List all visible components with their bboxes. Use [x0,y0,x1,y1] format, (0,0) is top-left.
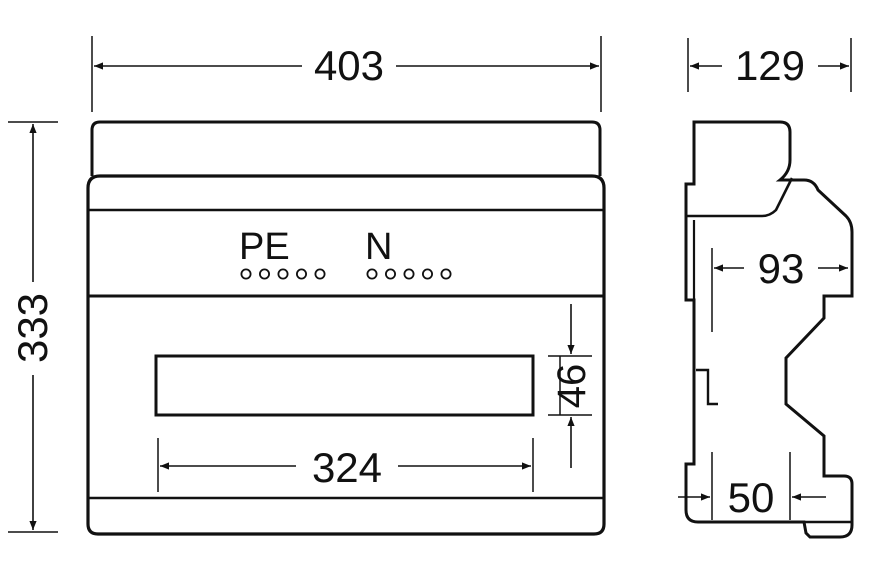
front-body [86,174,606,536]
dim-46-label: 46 [550,364,594,409]
pe-terminal-hole-1 [240,268,252,280]
n-terminal-hole-2 [384,268,396,280]
n-terminal-hole-1 [366,268,378,280]
side-cover-edge [686,177,794,218]
side-dimensions: 129 93 50 [678,38,852,521]
front-dimensions: 403 333 324 46 [8,36,602,533]
pe-terminal-hole-4 [295,268,307,280]
pe-label: PE [239,226,290,268]
dim-50-label: 50 [728,474,775,521]
front-top-cover [90,120,602,176]
pe-terminal-dots [240,268,326,280]
breaker-window [154,354,535,417]
dim-333-label: 333 [9,293,56,363]
n-terminal-hole-3 [403,268,415,280]
pe-terminal-hole-3 [277,268,289,280]
pe-terminal-hole-5 [314,268,326,280]
dim-93-label: 93 [758,245,805,292]
dim-129-label: 129 [735,42,805,89]
pe-terminal-hole-2 [258,268,270,280]
front-view: PE N [86,120,606,536]
n-label: N [365,226,392,268]
side-profile [684,120,854,539]
dim-403-label: 403 [314,42,384,89]
side-din-clip [696,368,718,406]
n-terminal-hole-4 [421,268,433,280]
n-terminal-hole-5 [440,268,452,280]
dim-324-label: 324 [312,444,382,491]
side-view [684,120,854,539]
n-terminal-dots [366,268,452,280]
